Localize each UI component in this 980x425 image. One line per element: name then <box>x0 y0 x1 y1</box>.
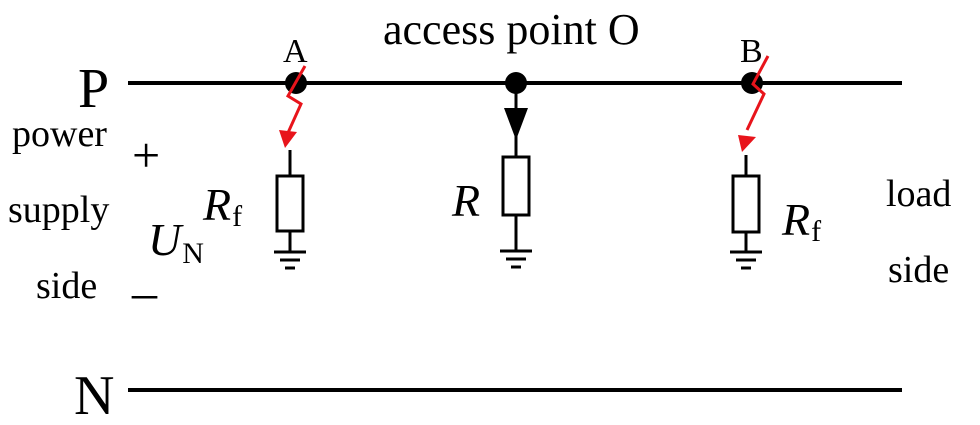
ground-icon <box>730 250 762 270</box>
load-side-label: load side <box>886 173 961 291</box>
access-point-label: access point O <box>383 5 640 54</box>
fault-resistor-b-label: Rf <box>781 194 821 248</box>
fault-resistor-a-label: Rf <box>202 179 242 233</box>
access-resistor <box>501 155 531 217</box>
fault-resistor-b <box>731 174 761 234</box>
node-b-label: B <box>740 33 763 70</box>
bus-n-label: N <box>74 365 114 425</box>
lightning-fault-icon <box>279 65 307 148</box>
minus-sign: _ <box>131 247 158 303</box>
access-resistor-label: R <box>451 175 480 226</box>
current-arrow-icon <box>504 108 528 140</box>
node-a-label: A <box>283 33 308 70</box>
lightning-fault-icon <box>738 55 770 152</box>
supply-voltage-label: UN <box>148 214 204 270</box>
source-side-label: power supply side <box>8 113 119 307</box>
ground-icon <box>274 250 306 270</box>
ground-icon <box>500 249 532 269</box>
fault-resistor-a <box>275 174 305 233</box>
bus-p-label: P <box>78 58 109 120</box>
plus-sign: + <box>132 127 160 183</box>
